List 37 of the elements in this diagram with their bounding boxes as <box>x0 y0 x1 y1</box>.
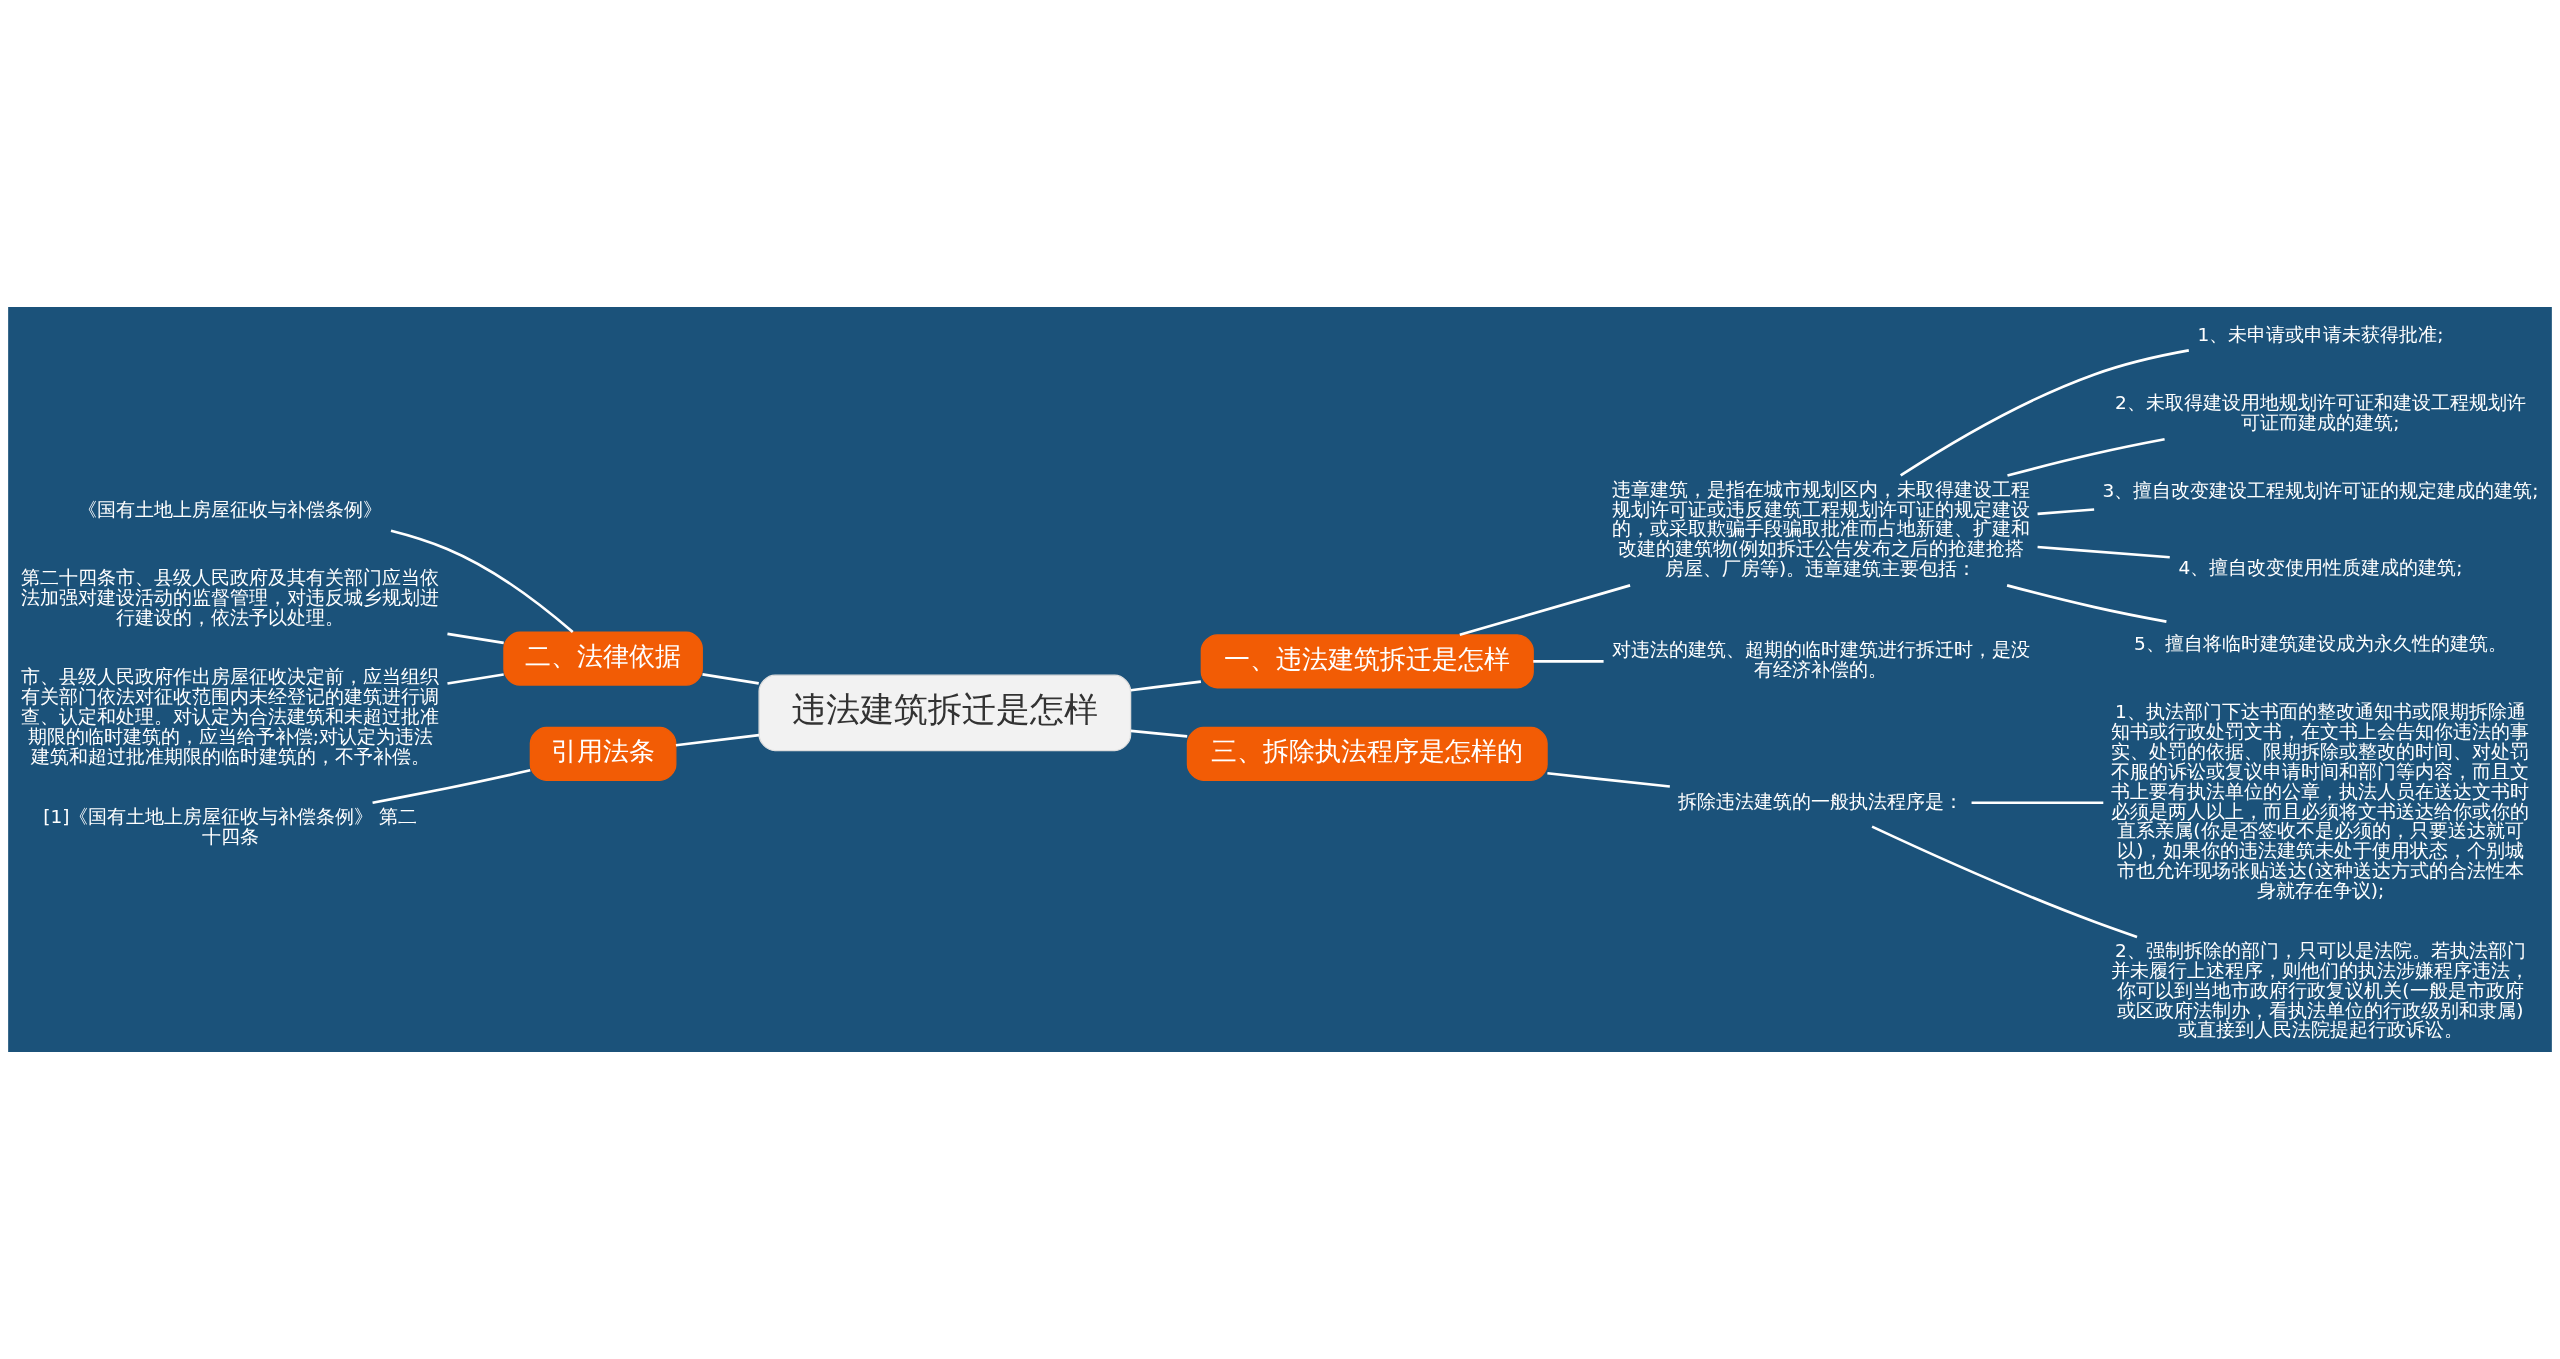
node-text: 2、未取得建设用地规划许可证和建设工程规划许可证而建成的建筑; <box>2115 392 2526 433</box>
node-text: [1]《国有土地上房屋征收与补偿条例》 第二十四条 <box>43 805 418 847</box>
connector <box>1871 825 2138 939</box>
connector <box>1459 584 1631 637</box>
connector <box>1130 729 1188 738</box>
connector <box>1547 771 1670 788</box>
connector <box>390 529 574 634</box>
node-box: 一、违法建筑拆迁是怎样 <box>1200 634 1534 689</box>
node-text: 《国有土地上房屋征收与补偿条例》 <box>78 498 383 520</box>
connector <box>1533 660 1604 663</box>
connector <box>2006 584 2167 623</box>
node-text: 第二十四条市、县级人民政府及其有关部门应当依法加强对建设活动的监督管理，对违反城乡规划进行建设的，依法予以处理。 <box>21 567 440 628</box>
connector <box>675 733 760 747</box>
node-text: 3、擅自改变建设工程规划许可证的规定建成的建筑; <box>2102 479 2539 501</box>
connector <box>1130 680 1202 692</box>
node-text: 市、县级人民政府作出房屋征收决定前，应当组织有关部门依法对征收范围内未经登记的建筑进行调查、认定和处理。对认定为合法建筑和未超过批准期限的临时建筑的，应当给予补偿;对认定为违法建筑和超过批准期限的临时建筑的，不予补偿。 <box>21 666 440 767</box>
connector <box>2037 508 2095 516</box>
connector <box>372 769 531 804</box>
node-text: 对违法的建筑、超期的临时建筑进行拆迁时，是没有经济补偿的。 <box>1611 639 2030 681</box>
node-text: 5、擅自将临时建筑建设成为永久性的建筑。 <box>2134 633 2507 655</box>
node-text: 违章建筑，是指在城市规划区内，未取得建设工程规划许可证或违反建筑工程规划许可证的规定建设的，或采取欺骗手段骗取批准而占地新建、扩建和改建的建筑物(例如拆迁公告发布之后的抢建抢搭房屋、厂房等)。违章建筑主要包括： <box>1611 478 2030 579</box>
connector <box>1899 349 2190 477</box>
connector <box>2037 545 2170 559</box>
node-box: 违法建筑拆迁是怎样 <box>758 674 1132 752</box>
connector <box>447 673 504 685</box>
connector <box>2007 438 2165 477</box>
connector <box>1971 801 2104 805</box>
node-box: 引用法条 <box>529 726 677 781</box>
node-box: 三、拆除执法程序是怎样的 <box>1186 726 1548 781</box>
node-text: 1、执法部门下达书面的整改通知书或限期拆除通知书或行政处罚文书，在文书上会告知你违法的事实、处罚的依据、限期拆除或整改的时间、对处罚不服的诉讼或复议申请时间和部门等内容，而且文书上要有执法单位的公章，执法人员在送达文书时必须是两人以上，而且必须将文书送达给你或你的直系亲属(你是否签收不是必须的，只要送达就可以)，如果你的违法建筑未处于使用状态，个别城市也允许现场张贴送达(这种送达方式的合法性本身就存在争议); <box>2111 701 2530 901</box>
connector <box>447 632 504 645</box>
node-text: 拆除违法建筑的一般执法程序是： <box>1678 790 1964 812</box>
node-text: 2、强制拆除的部门，只可以是法院。若执法部门并未履行上述程序，则他们的执法涉嫌程序违法，你可以到当地市政府行政复议机关(一般是市政府或区政府法制办，看执法单位的行政级别和隶属)或直接到人民法院提起行政诉讼。 <box>2111 940 2530 1041</box>
node-box: 二、法律依据 <box>503 631 703 686</box>
connector <box>702 673 759 685</box>
node-text: 4、擅自改变使用性质建成的建筑; <box>2178 556 2463 578</box>
node-text: 1、未申请或申请未获得批准; <box>2197 323 2444 345</box>
